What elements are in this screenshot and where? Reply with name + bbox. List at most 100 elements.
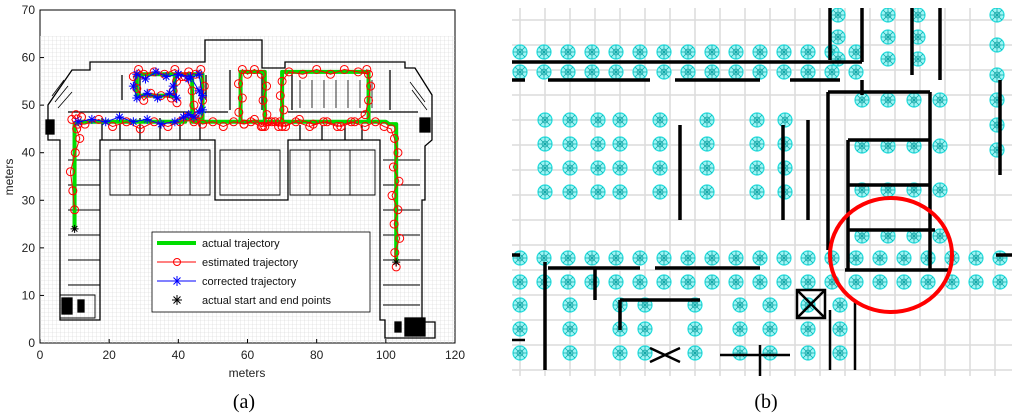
- waypoint-marker: [872, 274, 888, 290]
- waypoint-marker: [752, 250, 768, 266]
- waypoint-marker: [880, 29, 896, 45]
- data-point: [364, 95, 374, 105]
- data-point: [322, 117, 332, 127]
- zoom-walls: [512, 8, 1012, 376]
- y-tick-label: 70: [22, 3, 36, 17]
- waypoint-marker: [632, 250, 648, 266]
- waypoint-marker: [699, 184, 715, 200]
- waypoint-marker: [728, 44, 744, 60]
- waypoint-marker: [854, 92, 870, 108]
- data-point: [387, 191, 397, 201]
- data-point: [218, 122, 228, 132]
- data-point: [198, 91, 208, 101]
- waypoint-marker: [590, 184, 606, 200]
- waypoint-marker: [776, 274, 792, 290]
- waypoint-marker: [537, 184, 553, 200]
- waypoint-marker: [562, 184, 578, 200]
- data-point: [395, 233, 405, 243]
- waypoint-marker: [637, 345, 653, 361]
- waypoint-marker: [920, 250, 936, 266]
- data-point: [132, 83, 142, 93]
- waypoint-marker: [512, 250, 528, 266]
- x-tick-label: 20: [102, 348, 116, 362]
- data-point: [71, 110, 81, 120]
- waypoint-marker: [584, 64, 600, 80]
- data-point: [194, 107, 204, 117]
- data-point: [350, 117, 360, 127]
- waypoint-marker: [560, 250, 576, 266]
- waypoint-marker: [560, 64, 576, 80]
- waypoint-marker: [749, 160, 765, 176]
- data-point: [364, 69, 374, 79]
- waypoint-marker: [608, 250, 624, 266]
- waypoint-marker: [612, 184, 628, 200]
- waypoint-marker: [562, 321, 578, 337]
- waypoint-marker: [989, 37, 1005, 53]
- waypoint-marker: [704, 64, 720, 80]
- data-point: [68, 186, 78, 196]
- waypoint-marker: [992, 274, 1008, 290]
- data-point: [142, 88, 152, 98]
- waypoint-marker: [537, 112, 553, 128]
- waypoint-marker: [704, 274, 720, 290]
- y-tick-label: 30: [22, 193, 36, 207]
- data-point: [198, 105, 208, 115]
- y-tick-label: 50: [22, 98, 36, 112]
- waypoint-marker: [699, 160, 715, 176]
- data-point: [132, 69, 142, 79]
- y-axis-label: meters: [2, 159, 16, 196]
- data-point: [151, 67, 161, 77]
- waypoint-marker: [590, 160, 606, 176]
- waypoint-marker: [562, 136, 578, 152]
- waypoint-marker: [777, 136, 793, 152]
- data-point: [262, 81, 272, 91]
- waypoint-marker: [968, 274, 984, 290]
- waypoint-marker: [608, 44, 624, 60]
- waypoint-marker: [612, 345, 628, 361]
- waypoint-marker: [512, 274, 528, 290]
- waypoint-marker: [704, 250, 720, 266]
- floor-plan: [45, 39, 436, 339]
- data-point: [172, 93, 182, 103]
- data-point: [263, 117, 273, 127]
- series-layer: [65, 64, 405, 272]
- waypoint-marker: [560, 44, 576, 60]
- waypoint-marker: [880, 51, 896, 67]
- waypoint-marker: [699, 136, 715, 152]
- waypoint-marker: [848, 64, 864, 80]
- legend-entry-corrected-trajectory: corrected trajectory: [157, 276, 297, 288]
- data-point: [184, 110, 194, 120]
- waypoint-marker: [560, 274, 576, 290]
- data-point: [279, 105, 289, 115]
- waypoint-marker: [687, 345, 703, 361]
- panel-b-zoomed-map: (b): [512, 8, 1012, 413]
- data-point: [388, 162, 398, 172]
- waypoint-marker: [776, 64, 792, 80]
- data-point: [199, 81, 209, 91]
- waypoint-marker: [680, 274, 696, 290]
- waypoint-marker: [749, 136, 765, 152]
- data-point: [305, 122, 315, 132]
- series-corrected-trajectory: [73, 67, 208, 129]
- data-point: [393, 148, 403, 158]
- data-point: [234, 107, 244, 117]
- waypoint-marker: [932, 138, 948, 154]
- waypoint-marker: [989, 142, 1005, 158]
- data-point: [73, 117, 83, 127]
- data-point: [70, 205, 80, 215]
- waypoint-marker: [920, 274, 936, 290]
- waypoint-marker: [632, 274, 648, 290]
- waypoint-marker: [732, 297, 748, 313]
- waypoint-marker: [512, 64, 528, 80]
- data-point: [339, 64, 349, 74]
- data-point: [198, 119, 208, 129]
- waypoint-marker: [896, 250, 912, 266]
- data-point: [170, 64, 180, 74]
- waypoint-marker: [800, 274, 816, 290]
- waypoint-marker: [562, 112, 578, 128]
- data-point: [168, 81, 178, 91]
- data-point: [196, 64, 206, 74]
- data-point: [239, 119, 249, 129]
